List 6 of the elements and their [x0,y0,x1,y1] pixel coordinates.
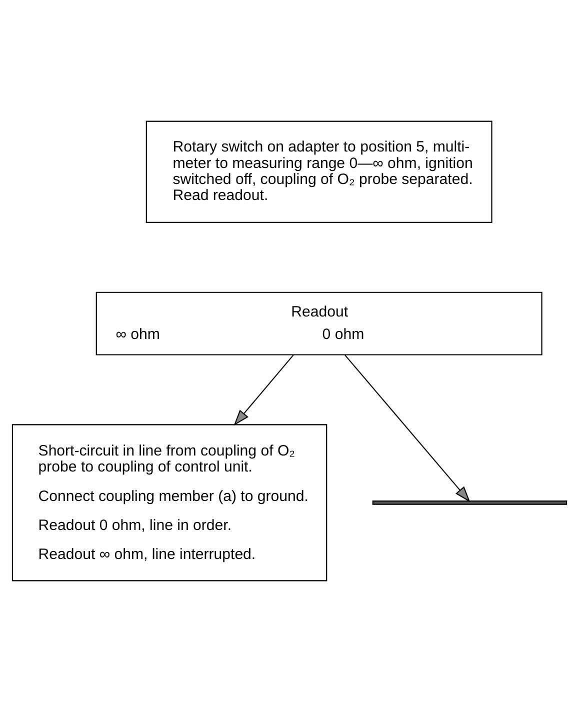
arrow [234,354,294,426]
arrow [344,354,470,502]
node-box: Readout ∞ ohm 0 ohm [96,292,542,356]
node-box: Short-circuit in line from coupling of O₂ probe to coupling of control unit. Connect coupling member (a) to ground. Readout 0 ohm, line in order. Readout ∞ ohm, line interrupted. [12,424,328,582]
node-box: Rotary switch on adapter to position 5, multi-meter to measuring range 0—∞ ohm, ignition switched off, coupling of O₂ probe separated. Read readout. [146,120,492,223]
node-bar [372,500,568,505]
